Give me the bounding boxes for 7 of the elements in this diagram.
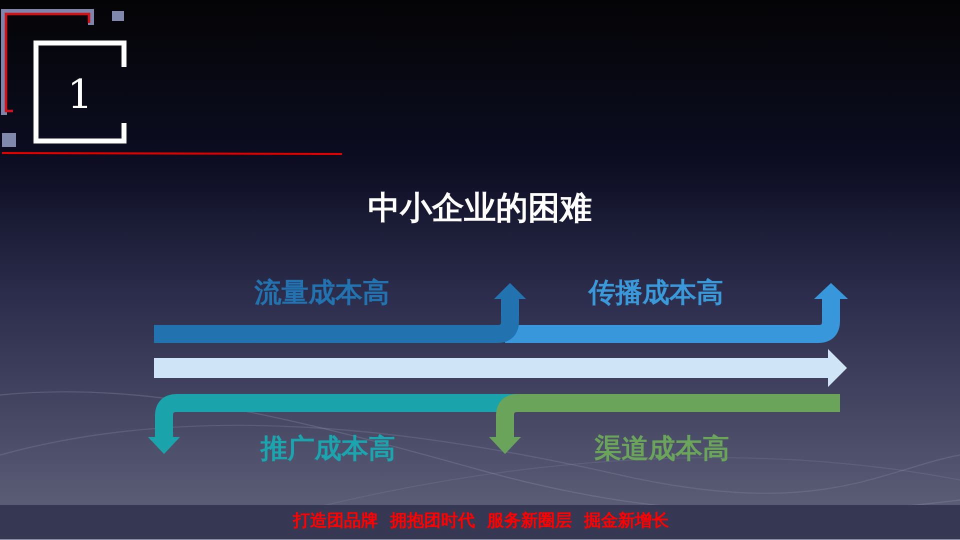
arrow-label: 流量成本高 bbox=[254, 277, 390, 309]
section-number: 1 bbox=[67, 72, 93, 118]
title: 中小企业的困难 bbox=[368, 190, 592, 226]
arrow-label: 渠道成本高 bbox=[594, 433, 730, 465]
arrow-label: 传播成本高 bbox=[588, 277, 724, 309]
slogan-text: 打造团品牌 拥抱团时代 服务新圈层 掘金新增长 bbox=[293, 512, 669, 532]
arrow-label: 推广成本高 bbox=[260, 433, 396, 465]
